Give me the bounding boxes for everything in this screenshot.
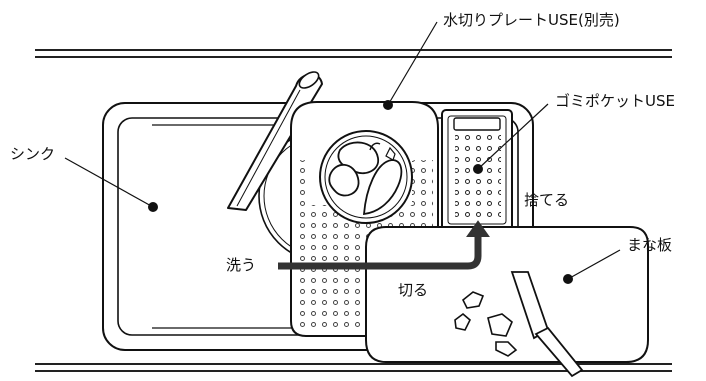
label-discard: 捨てる bbox=[524, 191, 570, 209]
label-sink: シンク bbox=[10, 145, 56, 163]
label-drain-plate: 水切りプレートUSE(別売) bbox=[443, 11, 620, 29]
leader-drain-plate bbox=[383, 21, 438, 110]
cutting-board bbox=[365, 226, 649, 378]
label-cut: 切る bbox=[398, 281, 429, 299]
leader-cutting-board bbox=[563, 249, 621, 284]
counter-edge-top bbox=[35, 49, 672, 58]
leader-sink bbox=[64, 157, 158, 212]
leader-garbage-pocket bbox=[473, 103, 549, 174]
label-wash: 洗う bbox=[226, 256, 257, 274]
label-garbage-pocket: ゴミポケットUSE bbox=[555, 92, 675, 110]
vegetables-on-plate bbox=[328, 141, 403, 216]
wash-to-discard-arrow bbox=[278, 220, 490, 270]
label-cutting-board: まな板 bbox=[627, 236, 673, 254]
